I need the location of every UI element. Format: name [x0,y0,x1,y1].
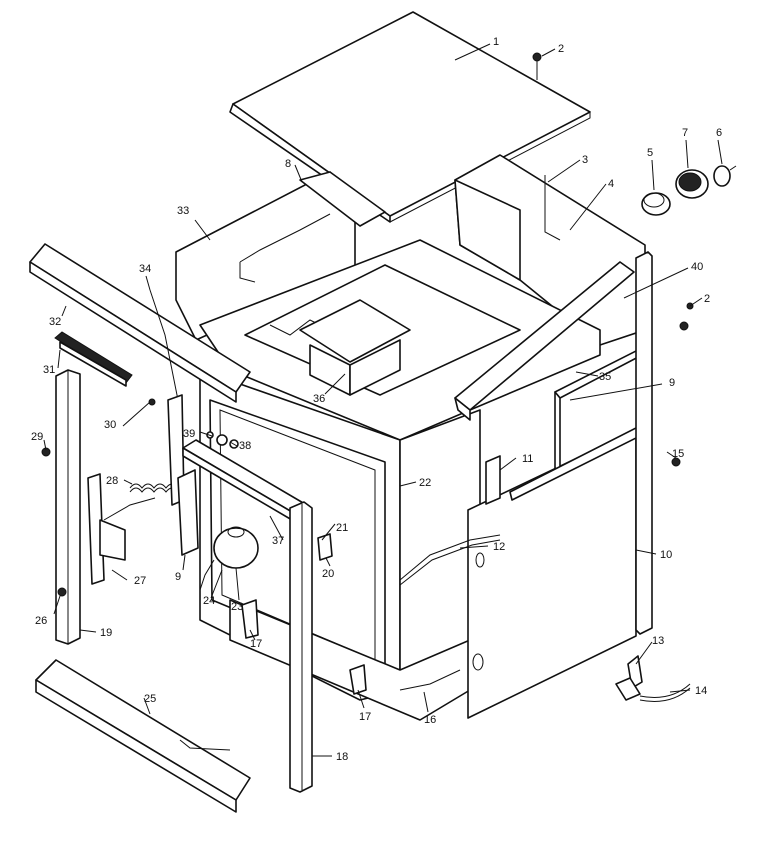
callout-24: 24 [203,595,215,607]
callout-33: 33 [177,205,189,217]
left-front-post [55,369,81,645]
callout-35: 35 [599,371,611,383]
callout-31: 31 [43,364,55,376]
leader-lines [43,43,723,757]
callout-8: 8 [285,158,291,170]
lamp-6 [713,165,737,187]
rear-upright [635,251,653,635]
callout-3: 3 [582,154,588,166]
callout-2: 2 [558,43,564,55]
callout-29: 29 [31,431,43,443]
screw-icon [148,398,156,406]
callout-21: 21 [336,522,348,534]
callout-40: 40 [691,261,703,273]
callout-36: 36 [313,393,325,405]
callout-23: 23 [231,601,243,613]
callout-13: 13 [652,635,664,647]
callout-26: 26 [35,615,47,627]
right-front-post [289,501,313,793]
callout-28: 28 [106,475,118,487]
left-inner-bracket [177,469,199,556]
callout-34: 34 [139,263,151,275]
kick-plate [35,659,251,813]
hinge-assembly [87,473,156,585]
callout-25: 25 [144,693,156,705]
callout-16: 16 [424,714,436,726]
side-bracket [485,455,501,505]
callout-9: 9 [175,571,181,583]
callout-38: 38 [239,440,251,452]
callout-1: 1 [493,36,499,48]
callout-5: 5 [647,147,653,159]
inner-box [299,299,411,396]
leveling-feet [241,599,367,695]
callout-14: 14 [695,685,707,697]
callout-18: 18 [336,751,348,763]
callout-7: 7 [682,127,688,139]
callout-32: 32 [49,316,61,328]
rear-bracket [299,171,386,227]
right-rail [509,349,645,501]
callout-12: 12 [493,541,505,553]
knob-7 [675,169,709,199]
callout-15: 15 [672,448,684,460]
callout-27: 27 [134,575,146,587]
diagonal-brace [454,261,635,421]
callout-39: 39 [183,428,195,440]
screw-icon [679,302,694,331]
callout-30: 30 [104,419,116,431]
screw-icon [57,587,67,597]
callout-20: 20 [322,568,334,580]
callout-6: 6 [716,127,722,139]
callout-labels: 1 2 2 3 4 5 6 7 8 9 9 10 11 12 13 14 15 … [31,36,722,763]
callout-2: 2 [704,293,710,305]
callout-4: 4 [608,178,614,190]
screw-icon [532,52,542,80]
vent-strip [54,331,133,387]
clip [317,533,333,561]
base-trim [399,669,461,691]
callout-37: 37 [272,535,284,547]
callout-9: 9 [669,377,675,389]
knob-5 [641,192,671,216]
callout-11: 11 [522,453,533,465]
callout-10: 10 [660,549,672,561]
callout-22: 22 [419,477,431,489]
callout-17: 17 [250,638,262,650]
callout-19: 19 [100,627,112,639]
callout-17: 17 [359,711,371,723]
wire-harness [399,534,501,586]
trim-14 [615,677,691,702]
